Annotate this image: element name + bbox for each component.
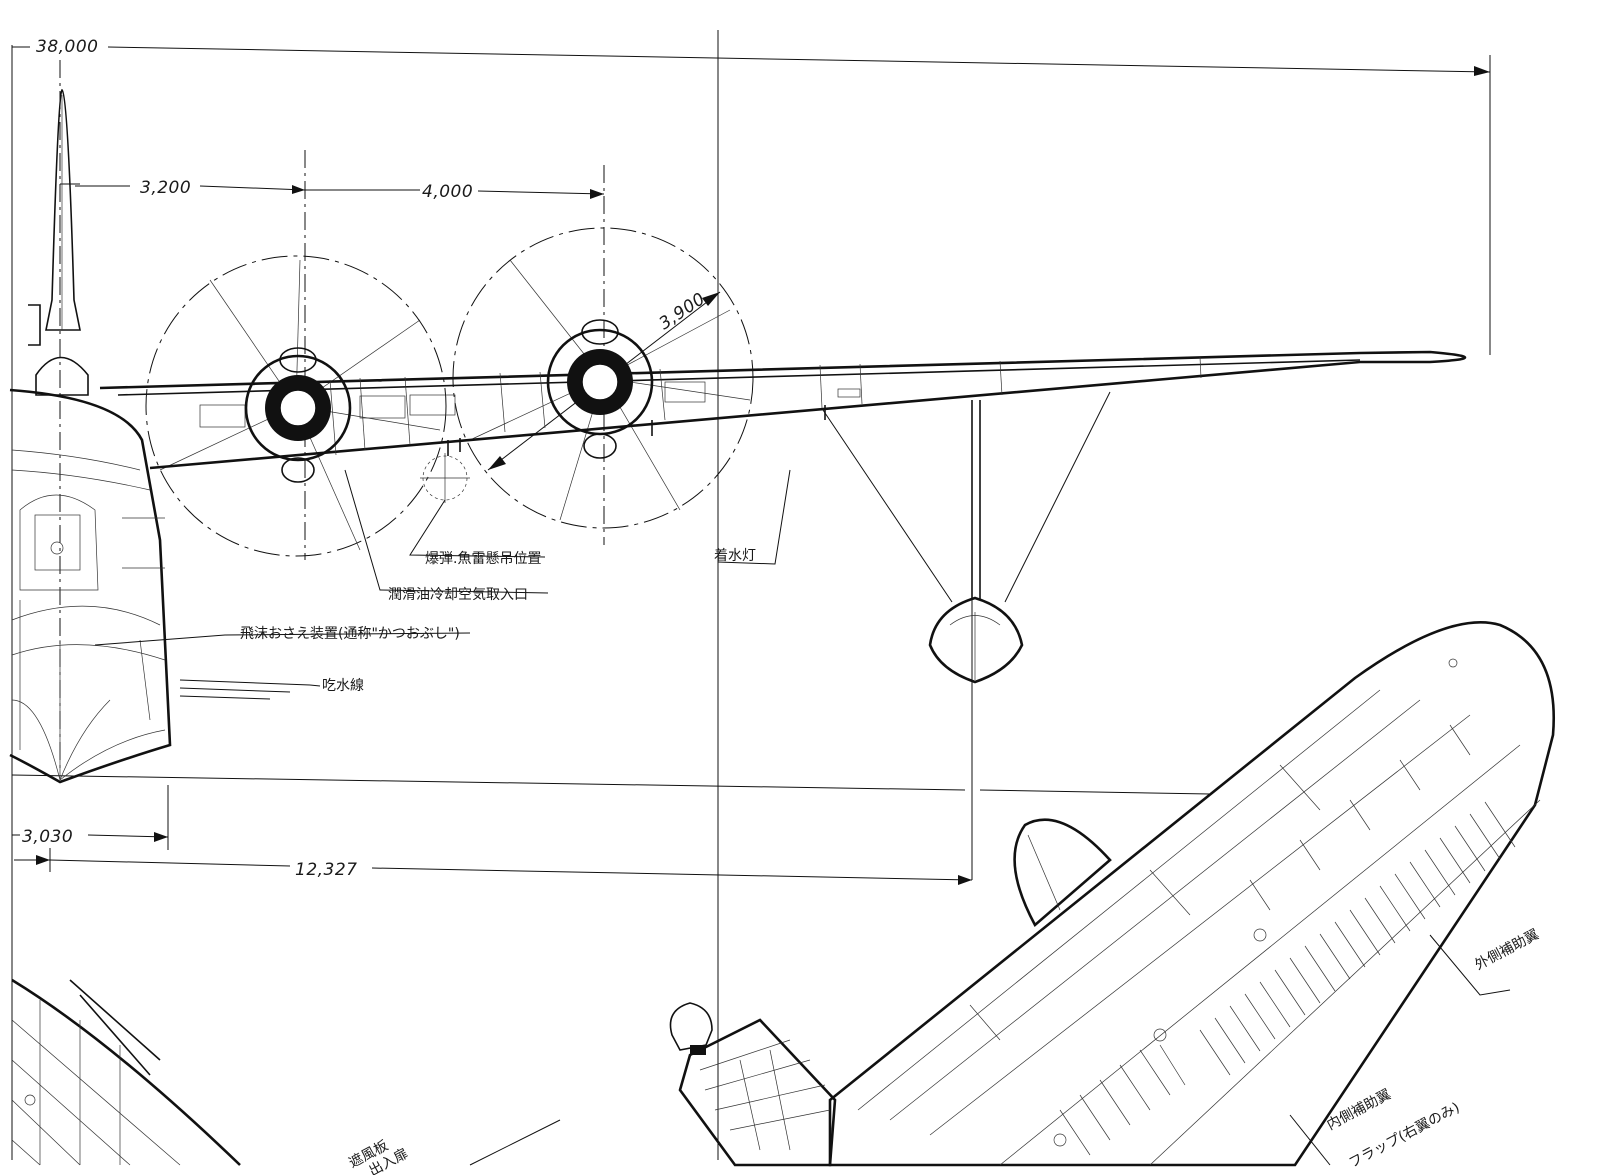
dimension-lines [11, 46, 1491, 885]
label-waterline: 吃水線 [322, 678, 364, 694]
wing-plan-view [828, 621, 1556, 1167]
dim-outer-engine-offset: 3,200 [140, 178, 191, 198]
wing-float [822, 391, 1111, 684]
outer-engine [546, 319, 654, 459]
dim-float-offset: 12,327 [295, 860, 357, 880]
rib-hatching [1059, 724, 1516, 1156]
inner-engine [244, 347, 352, 483]
reference-lines [11, 30, 973, 1160]
engine-nacelles [244, 319, 654, 483]
engine-plan-view [669, 1002, 837, 1167]
label-spray-suppressor: 飛沫おさえ装置(通称"かつおぶし") [240, 626, 460, 642]
label-landing-light: 着水灯 [714, 548, 756, 564]
leader-lines [94, 469, 1511, 1166]
label-oil-cooler-intake: 潤滑油冷却空気取入口 [388, 586, 528, 603]
bomb-position-marker [420, 453, 470, 503]
waterline-marks [179, 679, 311, 700]
hull-plan-fragment [11, 978, 561, 1166]
float-plan-view [1013, 818, 1112, 928]
label-bomb-torpedo-position: 爆弾.魚雷懸吊位置 [425, 551, 541, 567]
dim-span: 38,000 [36, 37, 98, 57]
hull-front-view [9, 88, 311, 784]
dim-engine-spacing: 4,000 [422, 182, 473, 202]
dim-hull-half-width: 3,030 [22, 827, 73, 847]
